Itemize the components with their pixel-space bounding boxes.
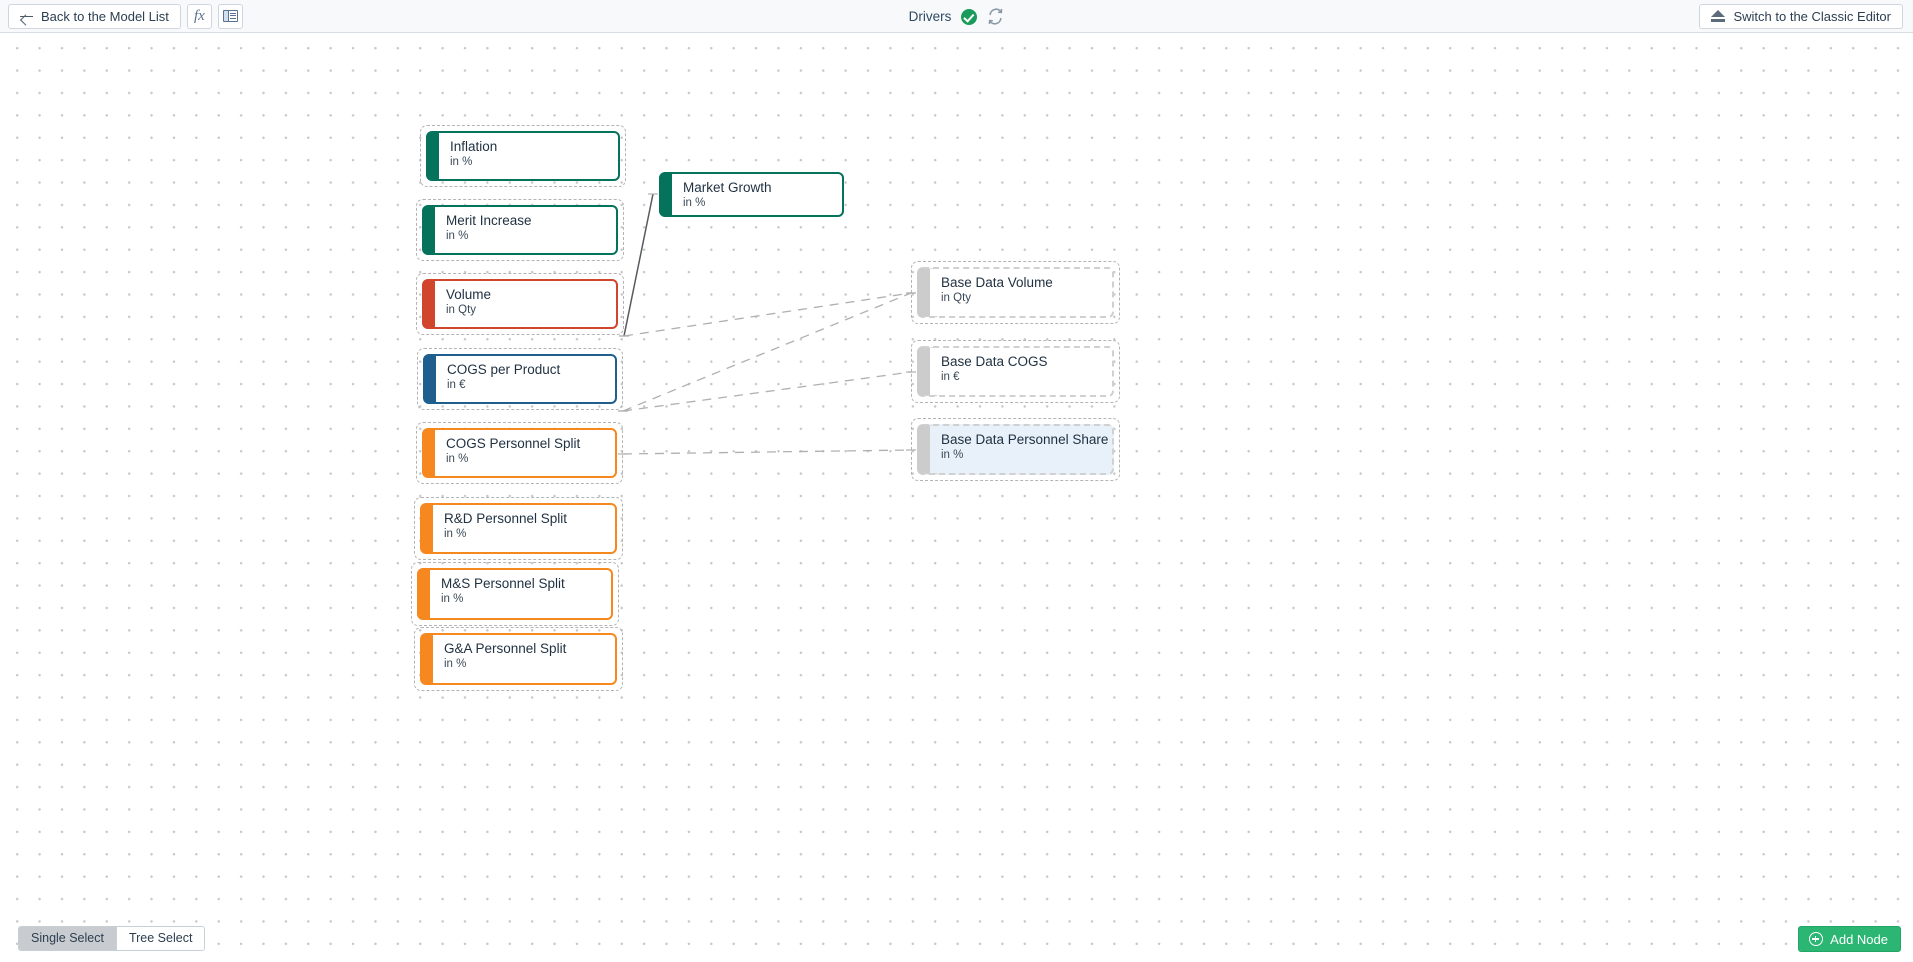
node-title: Volume — [446, 287, 616, 303]
add-node-button[interactable]: Add Node — [1798, 926, 1901, 952]
plus-circle-icon — [1809, 932, 1823, 946]
node-unit: in % — [450, 155, 618, 170]
node-body: Base Data Personnel Sharein % — [917, 424, 1114, 475]
node-unit: in % — [444, 657, 615, 672]
node-unit: in % — [441, 592, 611, 607]
node-title: Base Data Personnel Share — [941, 432, 1112, 448]
node-unit: in % — [446, 229, 616, 244]
node-body: Inflationin % — [426, 131, 620, 181]
node-title: Merit Increase — [446, 213, 616, 229]
tree-select-option[interactable]: Tree Select — [116, 927, 204, 950]
node-ms-personnel[interactable]: M&S Personnel Splitin % — [411, 562, 619, 626]
node-unit: in % — [446, 452, 615, 467]
arrow-left-icon — [20, 10, 33, 23]
node-body: Market Growthin % — [659, 172, 844, 217]
toolbar-center-group: Drivers — [0, 0, 1913, 33]
panel-layout-button[interactable] — [218, 4, 243, 29]
edge-volume-to-bd-volume — [619, 293, 916, 336]
switch-button-label: Switch to the Classic Editor — [1733, 9, 1891, 24]
node-body: G&A Personnel Splitin % — [420, 633, 617, 685]
node-bd-personnel[interactable]: Base Data Personnel Sharein % — [911, 418, 1120, 481]
panel-layout-icon — [223, 10, 238, 22]
node-merit-increase[interactable]: Merit Increasein % — [416, 199, 624, 261]
node-title: Base Data Volume — [941, 275, 1112, 291]
formula-button[interactable]: fx — [187, 4, 212, 29]
back-button-label: Back to the Model List — [41, 9, 169, 24]
page-title: Drivers — [909, 9, 952, 24]
node-body: Merit Increasein % — [422, 205, 618, 255]
node-volume[interactable]: Volumein Qty — [416, 273, 624, 335]
node-body: R&D Personnel Splitin % — [420, 503, 617, 554]
back-to-model-list-button[interactable]: Back to the Model List — [8, 4, 181, 29]
node-cogs-product[interactable]: COGS per Productin € — [417, 348, 623, 410]
node-title: G&A Personnel Split — [444, 641, 615, 657]
node-bd-volume[interactable]: Base Data Volumein Qty — [911, 261, 1120, 324]
node-title: COGS per Product — [447, 362, 615, 378]
node-title: Market Growth — [683, 180, 842, 196]
node-unit: in € — [447, 378, 615, 393]
edge-cogs-personnel-to-bd-personnel — [618, 450, 916, 454]
selection-mode-toggle[interactable]: Single Select Tree Select — [18, 926, 205, 951]
switch-to-classic-editor-button[interactable]: Switch to the Classic Editor — [1699, 4, 1903, 29]
node-ga-personnel[interactable]: G&A Personnel Splitin % — [414, 627, 623, 691]
edge-cogs-product-to-bd-volume — [618, 293, 916, 411]
node-body: Volumein Qty — [422, 279, 618, 329]
node-inflation[interactable]: Inflationin % — [420, 125, 626, 187]
node-unit: in % — [941, 448, 1112, 463]
fx-icon: fx — [194, 9, 205, 24]
node-unit: in Qty — [446, 303, 616, 318]
node-title: M&S Personnel Split — [441, 576, 611, 592]
node-cogs-personnel[interactable]: COGS Personnel Splitin % — [416, 422, 623, 484]
check-circle-icon[interactable] — [961, 9, 977, 25]
node-title: Base Data COGS — [941, 354, 1112, 370]
single-select-option[interactable]: Single Select — [19, 927, 116, 950]
node-unit: in % — [683, 196, 842, 211]
node-body: COGS Personnel Splitin % — [422, 428, 617, 478]
node-title: COGS Personnel Split — [446, 436, 615, 452]
edge-cogs-product-to-bd-cogs — [618, 372, 916, 411]
node-body: COGS per Productin € — [423, 354, 617, 404]
top-toolbar: Back to the Model List fx Drivers Switch… — [0, 0, 1913, 33]
node-body: M&S Personnel Splitin % — [417, 568, 613, 620]
node-market-growth[interactable]: Market Growthin % — [653, 166, 850, 223]
node-rd-personnel[interactable]: R&D Personnel Splitin % — [414, 497, 623, 560]
refresh-icon[interactable] — [987, 8, 1004, 25]
toolbar-left-group: Back to the Model List fx — [0, 4, 243, 29]
driver-graph-canvas[interactable]: Inflationin %Market Growthin %Merit Incr… — [0, 33, 1913, 962]
node-unit: in € — [941, 370, 1112, 385]
node-title: R&D Personnel Split — [444, 511, 615, 527]
add-node-label: Add Node — [1830, 932, 1888, 947]
node-unit: in % — [444, 527, 615, 542]
node-body: Base Data COGSin € — [917, 346, 1114, 397]
eject-icon — [1711, 10, 1725, 22]
node-title: Inflation — [450, 139, 618, 155]
node-unit: in Qty — [941, 291, 1112, 306]
node-body: Base Data Volumein Qty — [917, 267, 1114, 318]
toolbar-right-group: Switch to the Classic Editor — [1699, 4, 1913, 29]
node-bd-cogs[interactable]: Base Data COGSin € — [911, 340, 1120, 403]
edge-layer — [0, 33, 1913, 962]
